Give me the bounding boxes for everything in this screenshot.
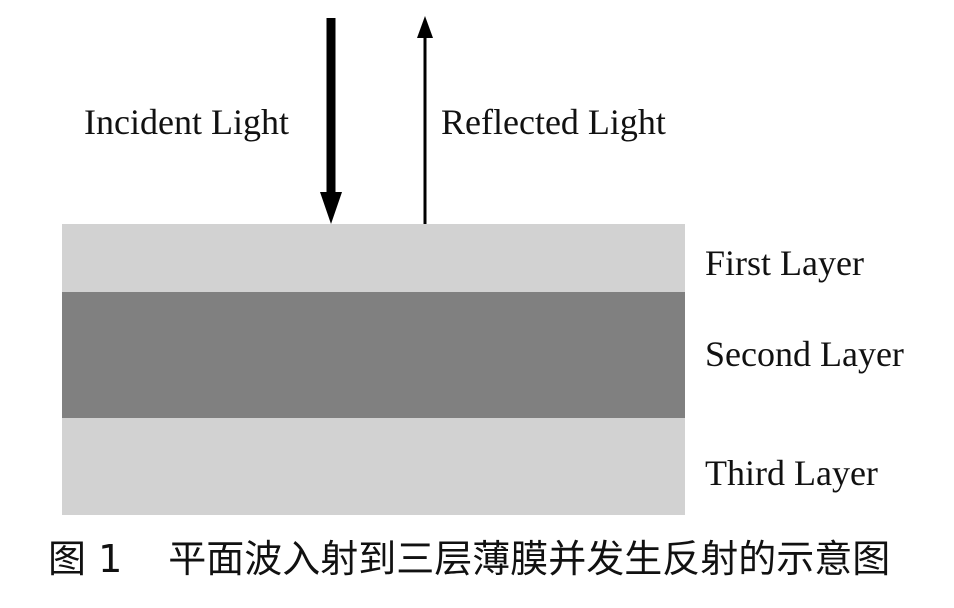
second-layer-label: Second Layer bbox=[705, 334, 904, 374]
third-layer-label: Third Layer bbox=[705, 453, 878, 493]
figure-caption: 图 1 平面波入射到三层薄膜并发生反射的示意图 bbox=[48, 540, 890, 578]
reflected-light-label: Reflected Light bbox=[441, 102, 666, 142]
second-layer-band bbox=[62, 292, 685, 418]
third-layer-band bbox=[62, 418, 685, 515]
first-layer-label: First Layer bbox=[705, 243, 864, 283]
incident-light-label: Incident Light bbox=[84, 102, 289, 142]
first-layer-band bbox=[62, 224, 685, 292]
incident-arrow-head bbox=[320, 192, 342, 224]
figure-number: 图 1 bbox=[48, 537, 123, 581]
reflected-arrow-head bbox=[417, 16, 433, 38]
figure-caption-text: 平面波入射到三层薄膜并发生反射的示意图 bbox=[168, 537, 891, 581]
